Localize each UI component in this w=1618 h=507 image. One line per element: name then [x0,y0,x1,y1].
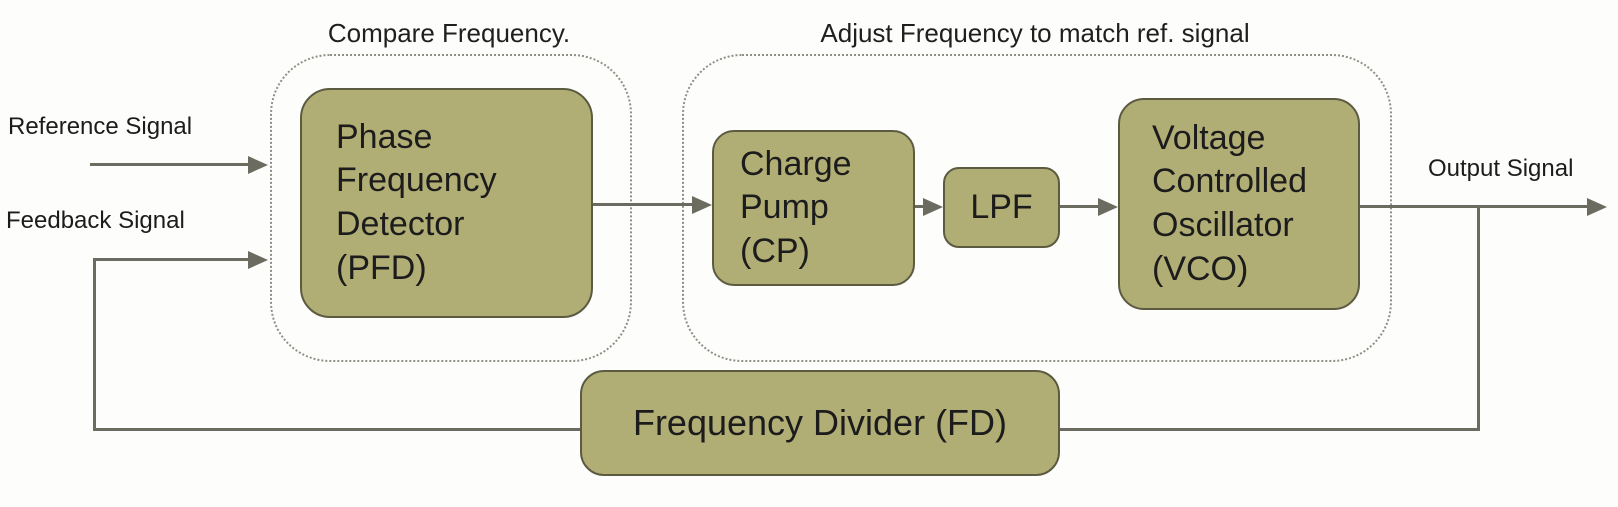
cp-to-lpf-line [915,205,923,208]
output-branch-vertical-line [1477,205,1480,430]
arrow-right-icon [923,198,943,216]
reference-signal-label: Reference Signal [8,113,193,140]
feedback-signal-label: Feedback Signal [6,207,185,234]
adjust-frequency-group-box [682,54,1392,362]
arrow-right-icon [248,251,268,269]
compare-frequency-group-box [270,54,632,362]
feedback-bottom-left-line [93,428,580,431]
arrow-right-icon [1587,198,1607,216]
arrow-right-icon [692,196,712,214]
pfd-to-cp-line [593,203,692,206]
voltage-controlled-oscillator-block: Voltage Controlled Oscillator (VCO) [1118,98,1360,310]
fd-bottom-right-line [1060,428,1480,431]
output-signal-label: Output Signal [1428,155,1574,182]
charge-pump-block: Charge Pump (CP) [712,130,915,286]
arrow-right-icon [248,156,268,174]
output-signal-line [1360,205,1587,208]
compare-frequency-label: Compare Frequency. [327,18,571,48]
adjust-frequency-label: Adjust Frequency to match ref. signal [820,18,1250,48]
frequency-divider-block: Frequency Divider (FD) [580,370,1060,476]
lpf-to-vco-line [1060,205,1098,208]
arrow-right-icon [1098,198,1118,216]
feedback-signal-line [93,258,248,261]
reference-signal-line [90,163,248,166]
low-pass-filter-block: LPF [943,167,1060,248]
phase-frequency-detector-block: Phase Frequency Detector (PFD) [300,88,593,318]
feedback-left-vertical-line [93,258,96,430]
